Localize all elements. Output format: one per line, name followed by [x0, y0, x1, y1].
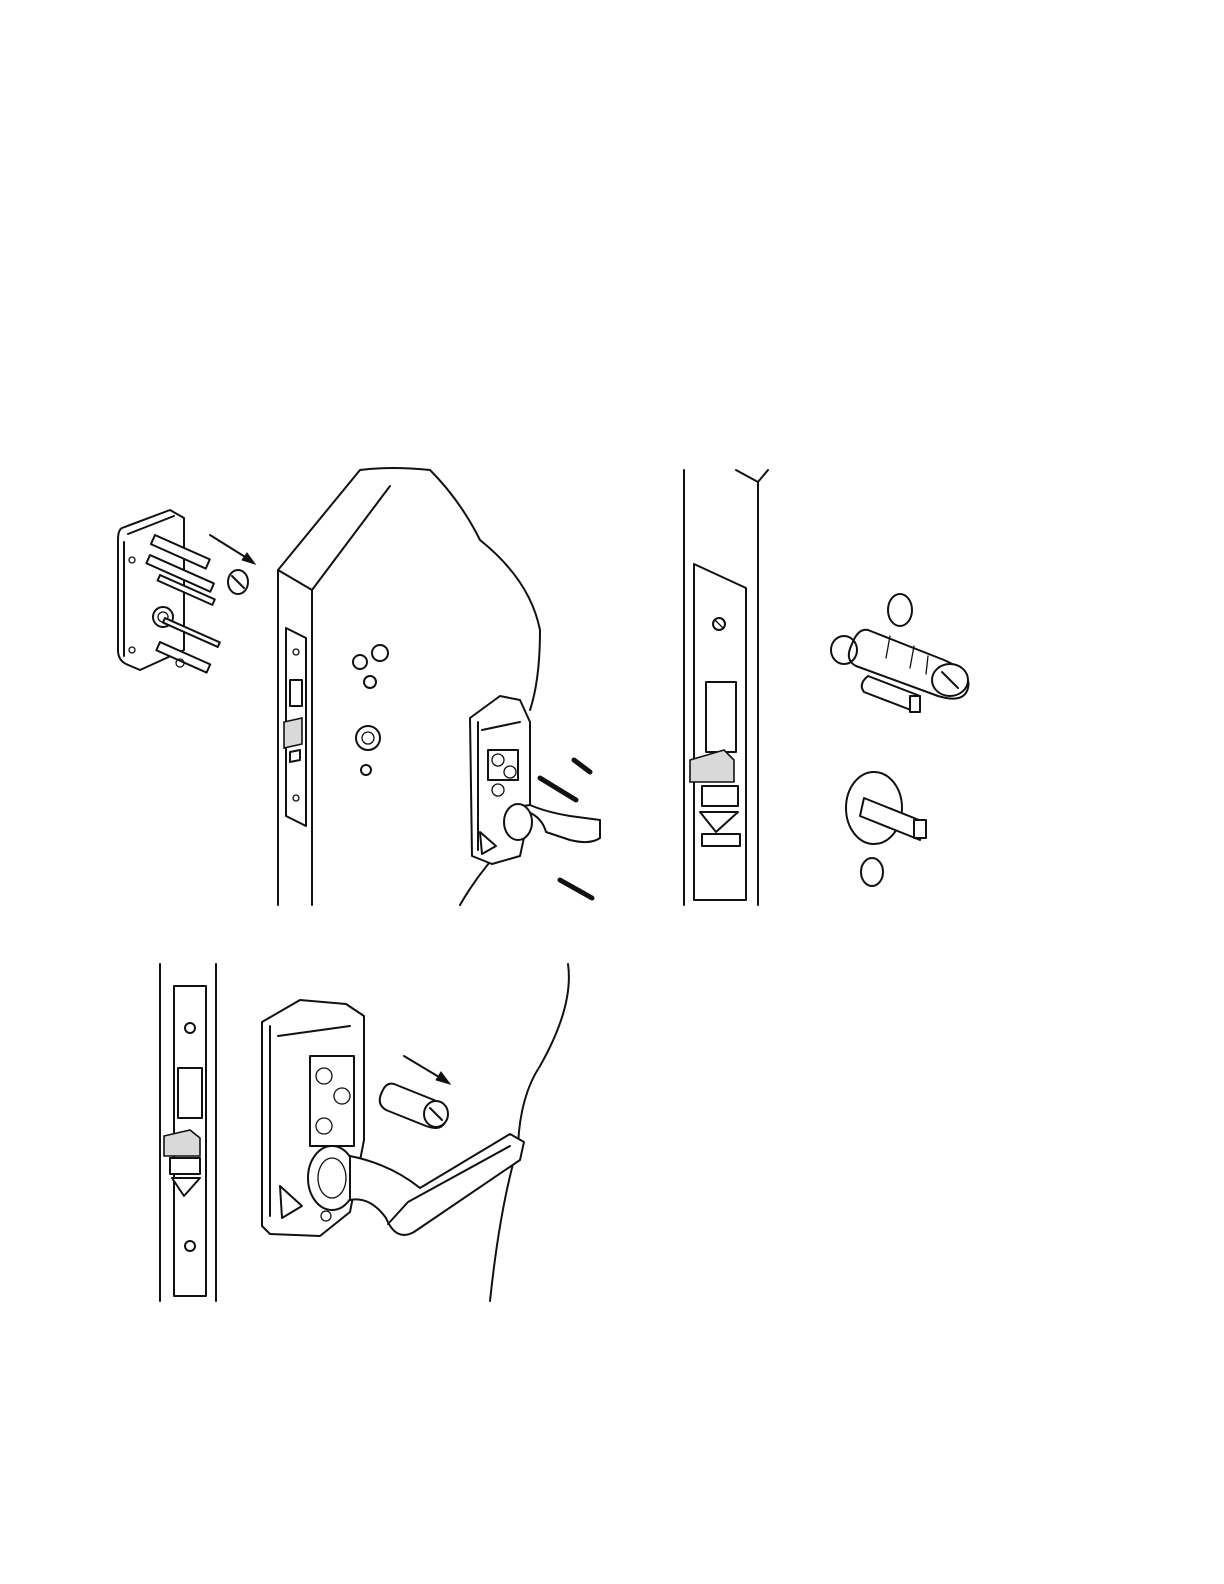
- figure-step-3-drawing: [150, 956, 580, 1306]
- rose-collar: [846, 772, 926, 844]
- direction-arrow: [404, 1056, 450, 1084]
- direction-arrow: [210, 535, 255, 564]
- mortise-faceplate: [164, 986, 206, 1296]
- spindle-cam: [380, 1084, 448, 1128]
- figure-step-2-drawing: [676, 460, 996, 910]
- figure-step-1: [100, 460, 610, 910]
- mortise-lock-body: [284, 628, 306, 826]
- lever-chassis: [470, 696, 600, 864]
- spindle-cam: [831, 594, 969, 699]
- retaining-ring: [861, 858, 883, 886]
- figure-step-1-drawing: [100, 460, 610, 910]
- figure-step-2: [676, 460, 996, 910]
- mortise-faceplate: [690, 564, 746, 900]
- trim-backplate: [118, 510, 184, 670]
- figure-step-3: [150, 956, 580, 1306]
